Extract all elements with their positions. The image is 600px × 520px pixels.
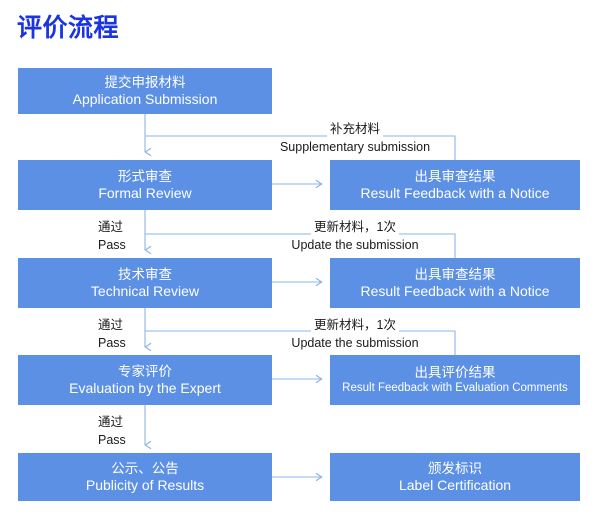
node-label-cn: 公示、公告 [111, 461, 179, 476]
edge-label-cn: 通过 [95, 219, 127, 235]
node-label-en: Result Feedback with a Notice [360, 185, 550, 201]
edge-label-pass-technical: 通过 Pass [95, 316, 129, 352]
node-label-cn: 专家评价 [118, 364, 172, 379]
edge-label-cn: 通过 [95, 414, 127, 430]
node-technical-review[interactable]: 技术审查 Technical Review [18, 258, 272, 308]
node-label-cn: 提交申报材料 [104, 75, 186, 90]
edge-label-update-submission-1: 更新材料，1次 Update the submission [195, 218, 515, 254]
node-label-en: Technical Review [90, 283, 200, 299]
edge-label-cn: 补充材料 [326, 121, 383, 137]
node-application-submission[interactable]: 提交申报材料 Application Submission [18, 68, 272, 114]
node-label-en: Application Submission [72, 91, 218, 107]
edge-label-cn: 通过 [95, 317, 127, 333]
node-label-en: Evaluation by the Expert [69, 380, 221, 396]
node-formal-review-feedback[interactable]: 出具审查结果 Result Feedback with a Notice [330, 160, 580, 210]
edge-label-en: Pass [95, 237, 129, 253]
node-label-en: Label Certification [398, 477, 512, 493]
edge-label-supplementary-submission: 补充材料 Supplementary submission [195, 120, 515, 156]
node-label-en: Result Feedback with Evaluation Comments [342, 382, 568, 394]
node-label-cn: 出具审查结果 [414, 267, 496, 282]
edge-label-cn: 更新材料，1次 [311, 219, 399, 235]
edge-update-return-2 [145, 330, 456, 355]
node-label-en: Publicity of Results [85, 477, 205, 493]
node-expert-evaluation-feedback[interactable]: 出具评价结果 Result Feedback with Evaluation C… [330, 355, 580, 405]
edge-label-en: Update the submission [288, 335, 422, 351]
node-label-cn: 技术审查 [118, 267, 172, 282]
node-formal-review[interactable]: 形式审查 Formal Review [18, 160, 272, 210]
edge-label-pass-formal: 通过 Pass [95, 218, 129, 254]
node-label-cn: 出具评价结果 [414, 365, 496, 380]
node-label-cn: 出具审查结果 [414, 169, 496, 184]
edge-label-en: Update the submission [288, 237, 422, 253]
edge-label-en: Pass [95, 432, 129, 448]
edge-update-return-1 [145, 233, 456, 258]
edge-supplementary-return [145, 135, 456, 160]
edge-label-en: Supplementary submission [276, 139, 434, 155]
node-label-en: Formal Review [98, 185, 192, 201]
edge-label-update-submission-2: 更新材料，1次 Update the submission [195, 316, 515, 352]
node-label-cn: 形式审查 [118, 169, 172, 184]
edge-label-pass-expert: 通过 Pass [95, 413, 129, 449]
edge-label-en: Pass [95, 335, 129, 351]
node-technical-review-feedback[interactable]: 出具审查结果 Result Feedback with a Notice [330, 258, 580, 308]
page-title: 评价流程 [17, 14, 120, 42]
edge-label-cn: 更新材料，1次 [311, 317, 399, 333]
node-label-certification[interactable]: 颁发标识 Label Certification [330, 453, 580, 501]
node-label-cn: 颁发标识 [428, 461, 482, 476]
node-publicity-of-results[interactable]: 公示、公告 Publicity of Results [18, 453, 272, 501]
node-label-en: Result Feedback with a Notice [360, 283, 550, 299]
node-expert-evaluation[interactable]: 专家评价 Evaluation by the Expert [18, 355, 272, 405]
